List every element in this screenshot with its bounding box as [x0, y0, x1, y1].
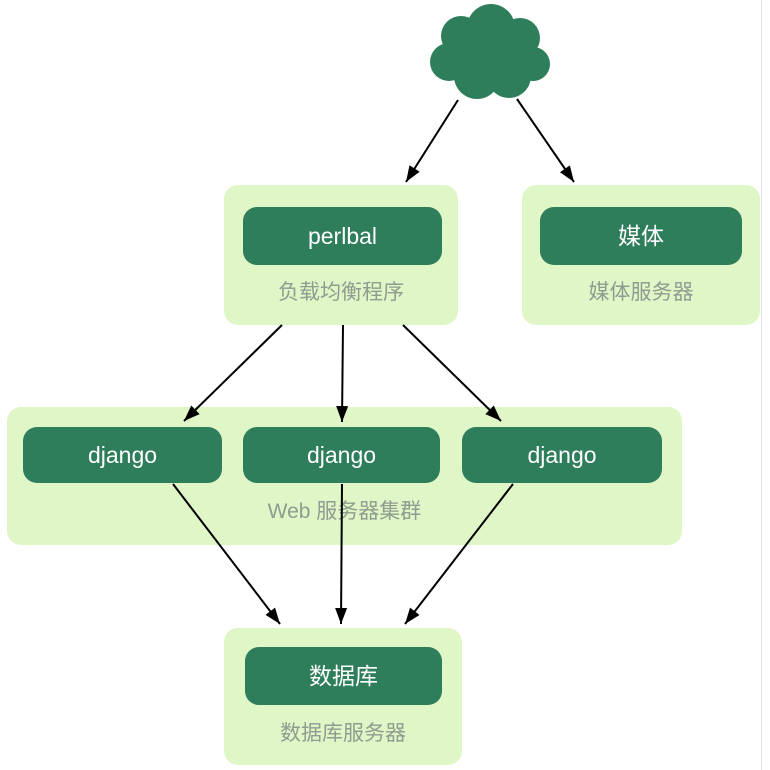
load-balancer-caption: 负载均衡程序 [278, 281, 404, 304]
perlbal-node: perlbal [243, 207, 442, 265]
web-cluster-group: django django django Web 服务器集群 [7, 407, 682, 545]
media-server-caption: 媒体服务器 [588, 281, 694, 304]
edge-cloud-to-load-balancer [405, 99, 459, 183]
database-group: 数据库 数据库服务器 [224, 628, 462, 765]
database-node: 数据库 [245, 647, 442, 705]
django-node-1: django [23, 427, 222, 483]
load-balancer-group: perlbal 负载均衡程序 [224, 185, 458, 325]
window-edge-line [761, 0, 762, 770]
database-caption: 数据库服务器 [280, 722, 406, 745]
internet-cloud-icon [430, 4, 550, 99]
django-node-2: django [243, 427, 440, 483]
edge-cloud-to-media [516, 98, 575, 183]
web-cluster-caption: Web 服务器集群 [267, 500, 422, 523]
django-node-3: django [462, 427, 662, 483]
media-node: 媒体 [540, 207, 742, 265]
media-server-group: 媒体 媒体服务器 [522, 185, 760, 325]
